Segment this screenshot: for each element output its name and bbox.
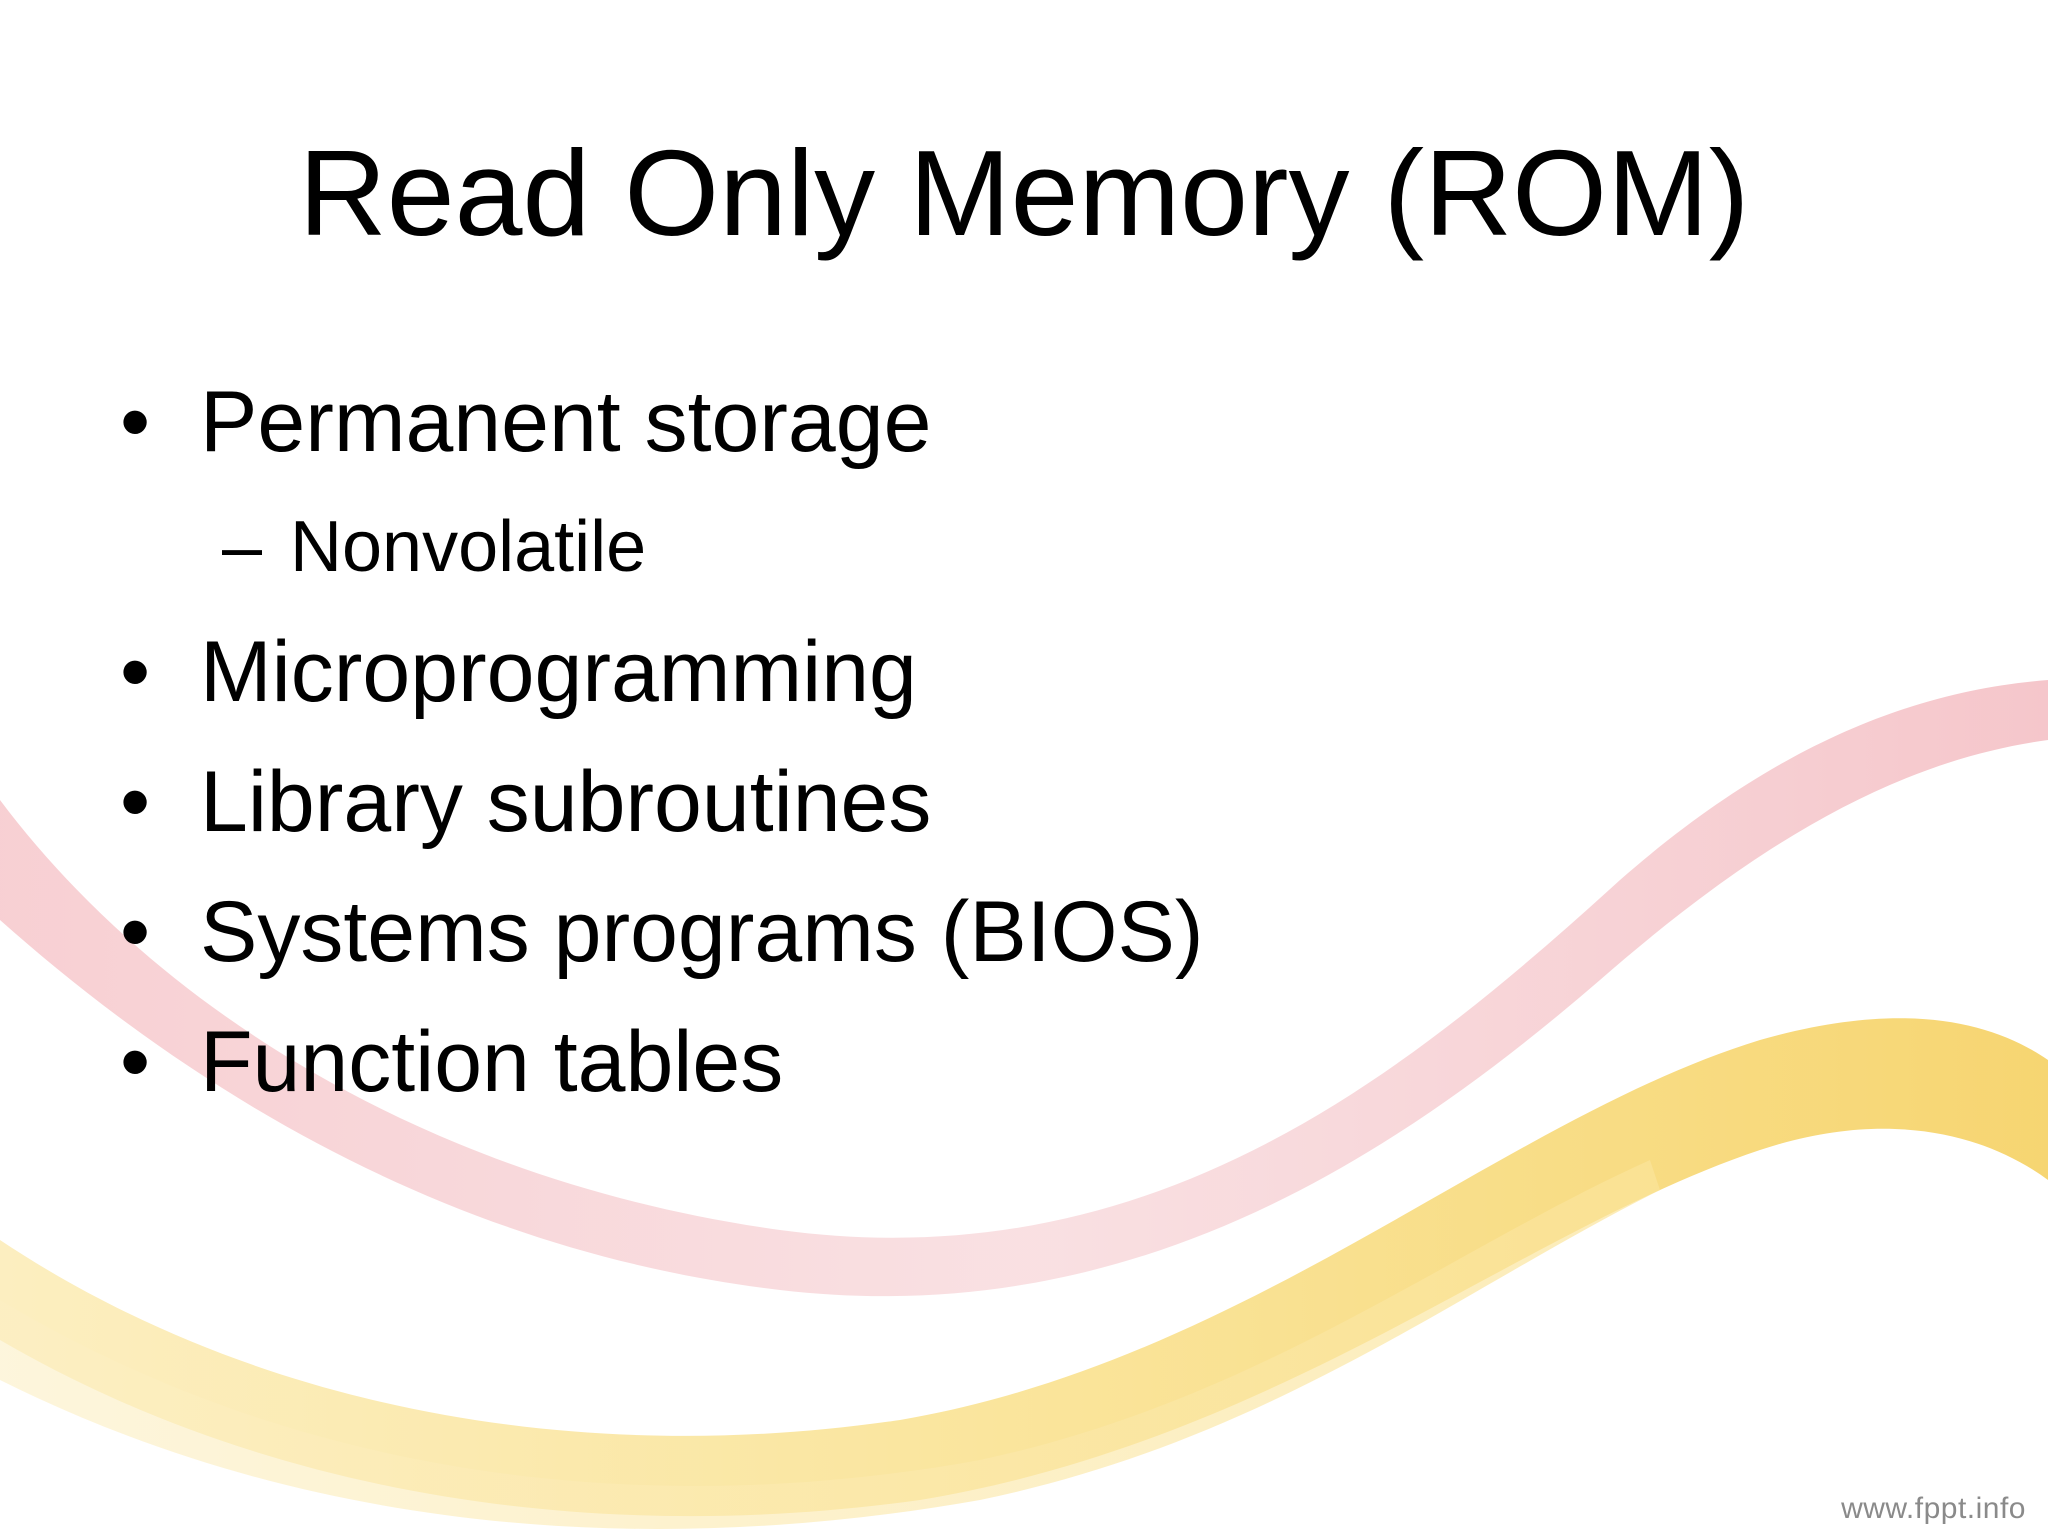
bullet-marker: • — [120, 1014, 151, 1110]
bullet-marker: • — [120, 884, 151, 980]
bullet-text: Systems programs (BIOS) — [200, 884, 1204, 980]
yellow-faint-swoosh-shape — [0, 1160, 1660, 1529]
sub-bullet-marker: – — [222, 507, 263, 587]
bullet-text: Library subroutines — [200, 754, 932, 850]
bullet-marker: • — [120, 754, 151, 850]
slide-title: Read Only Memory (ROM) — [298, 125, 1750, 261]
bullet-text: Microprogramming — [200, 624, 917, 720]
sub-bullet-text: Nonvolatile — [290, 507, 647, 587]
yellow-swoosh-shape — [0, 1018, 2048, 1517]
bullet-text: Permanent storage — [200, 374, 932, 470]
bullet-marker: • — [120, 374, 151, 470]
watermark-url: www.fppt.info — [1841, 1492, 2026, 1525]
bullet-text: Function tables — [200, 1014, 784, 1110]
bullet-marker: • — [120, 624, 151, 720]
pink-swoosh-shape — [0, 680, 2048, 1297]
